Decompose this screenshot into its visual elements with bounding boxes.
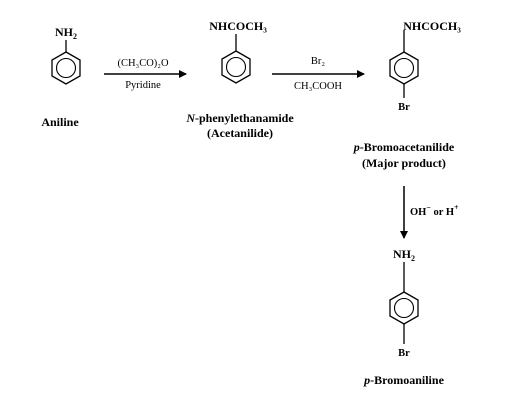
p-bromoaniline-bromo-group: Br xyxy=(398,348,410,359)
p-bromoacetanilide-note: (Major product) xyxy=(362,156,446,170)
p-bromoaniline-amine-group: NH2 xyxy=(393,247,415,263)
step2-condition: CH₃COOH xyxy=(294,81,342,92)
acetanilide-iupac-name: N-phenylethanamide xyxy=(185,111,294,125)
p-bromoacetanilide-benzene-ring xyxy=(389,51,419,85)
p-bromoaniline-name: p-Bromoaniline xyxy=(363,373,444,387)
p-bromoacetanilide-bromo-group: Br xyxy=(398,102,410,113)
aniline-amine-group: NH2 xyxy=(55,25,77,41)
step2-reagent: Br₂ xyxy=(311,56,326,67)
aniline-structure: NH2 Aniline xyxy=(41,25,81,129)
step1-arrow: (CH₃CO)₂O Pyridine xyxy=(104,58,187,91)
aniline-name: Aniline xyxy=(41,115,79,129)
p-bromoacetanilide-name: p-Bromoacetanilide xyxy=(353,140,455,154)
step3-reagent: OH− or H+ xyxy=(410,203,459,218)
step2-arrow: Br₂ CH₃COOH xyxy=(272,56,365,92)
step3-arrow: OH− or H+ xyxy=(400,186,459,239)
acetanilide-common-name: (Acetanilide) xyxy=(207,126,273,140)
p-bromoaniline-structure: NH2 Br p-Bromoaniline xyxy=(363,247,444,387)
step1-reagent: (CH₃CO)₂O xyxy=(117,58,168,69)
p-bromoacetanilide-structure: NHCOCH₃ Br p-Bromoacetanilide (Major pro… xyxy=(353,19,461,170)
step1-condition: Pyridine xyxy=(125,80,161,91)
p-bromoaniline-benzene-ring xyxy=(389,291,419,325)
acetanilide-benzene-ring xyxy=(221,50,251,84)
aniline-benzene-ring xyxy=(51,51,81,85)
acetanilide-structure: NHCOCH₃ N-phenylethanamide (Acetanilide) xyxy=(185,19,294,140)
acetanilide-acetamido-group: NHCOCH₃ xyxy=(209,19,267,33)
p-bromoacetanilide-acetamido-group: NHCOCH₃ xyxy=(403,19,461,33)
